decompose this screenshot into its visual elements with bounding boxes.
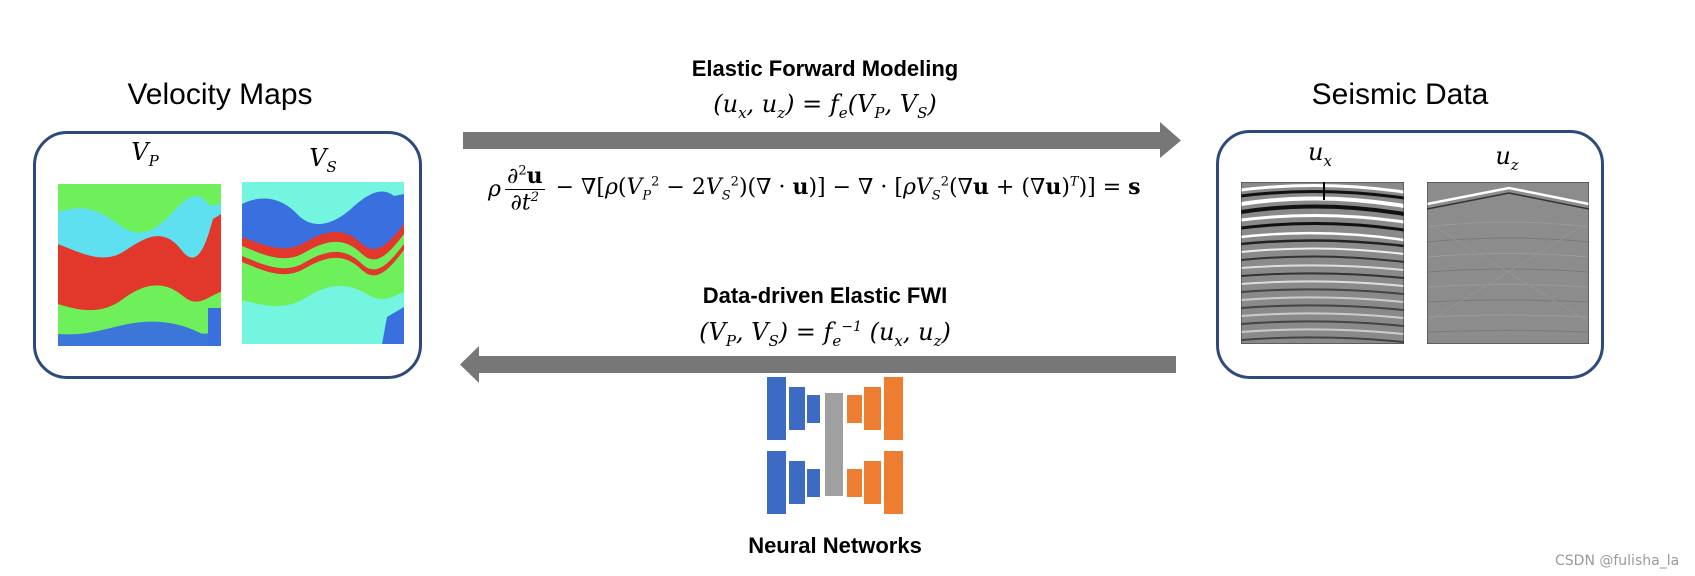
seismic-data-panel [1216,130,1604,379]
forward-modeling-title: Elastic Forward Modeling [691,56,959,81]
uz-seismic-gather [1427,182,1589,344]
uz-label: uz [1495,142,1519,174]
forward-formula: (ux, uz) = fe(VP, VS) [713,90,937,122]
velocity-maps-panel [33,131,422,379]
ux-label: ux [1308,138,1332,170]
neural-network-icon [767,377,903,514]
neural-networks-label: Neural Networks [748,533,922,558]
watermark-text: CSDN @fulisha_la [1555,553,1680,569]
elastic-wave-equation: ρ∂2u∂t2 − ∇[ρ(VP2 − 2VS2)(∇ · u)] − ∇ · … [488,163,1141,216]
velocity-maps-title: Velocity Maps [127,78,313,111]
vp-velocity-map [58,184,221,346]
ux-seismic-gather [1241,182,1404,344]
vs-label: VS [309,144,337,176]
vp-label: VP [131,138,159,170]
seismic-data-title: Seismic Data [1311,78,1489,111]
fwi-formula: (VP, VS) = fe−1 (ux, uz) [699,318,951,350]
forward-arrow [463,122,1181,158]
fwi-title: Data-driven Elastic FWI [702,283,948,308]
vs-velocity-map [242,182,404,344]
inverse-arrow [460,346,1176,383]
